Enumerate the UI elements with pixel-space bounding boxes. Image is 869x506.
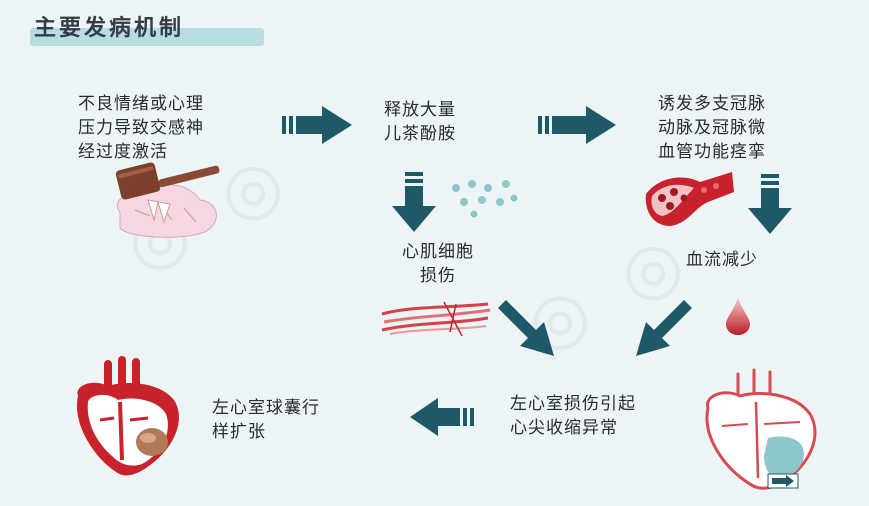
node-emotion: 不良情绪或心理 压力导致交感神 经过度激活 xyxy=(78,94,204,162)
catecholamine-particles xyxy=(452,180,518,218)
arrow-catecholamine-to-spasm xyxy=(538,106,616,144)
heart-apical-icon xyxy=(705,368,817,490)
node-bloodflow: 血流减少 xyxy=(686,250,758,270)
arrow-emotion-to-catecholamine xyxy=(282,106,352,144)
title-block: 主要发病机制 xyxy=(26,10,264,46)
node-balloon: 左心室球囊行 样扩张 xyxy=(212,398,320,442)
arrow-catecholamine-to-myocyte xyxy=(392,172,436,232)
arrow-spasm-to-bloodflow xyxy=(748,174,792,234)
heart-balloon-icon xyxy=(76,356,179,476)
node-lv-dysfunction: 左心室损伤引起 心尖收缩异常 xyxy=(510,394,636,438)
blood-drop-icon xyxy=(726,298,750,335)
vessel-spasm-icon xyxy=(645,172,734,226)
gavel-icon xyxy=(115,162,220,238)
title-highlight xyxy=(30,28,264,46)
arrow-myocyte-to-lv xyxy=(498,300,554,356)
node-myocyte: 心肌细胞 损伤 xyxy=(402,242,474,286)
muscle-fiber-icon xyxy=(381,301,491,337)
node-catecholamine: 释放大量 儿茶酚胺 xyxy=(384,100,456,144)
page-title: 主要发病机制 xyxy=(34,16,185,41)
arrow-bloodflow-to-lv xyxy=(636,300,692,356)
arrow-lv-to-balloon xyxy=(410,398,474,436)
node-spasm: 诱发多支冠脉 动脉及冠脉微 血管功能痉挛 xyxy=(658,94,766,162)
